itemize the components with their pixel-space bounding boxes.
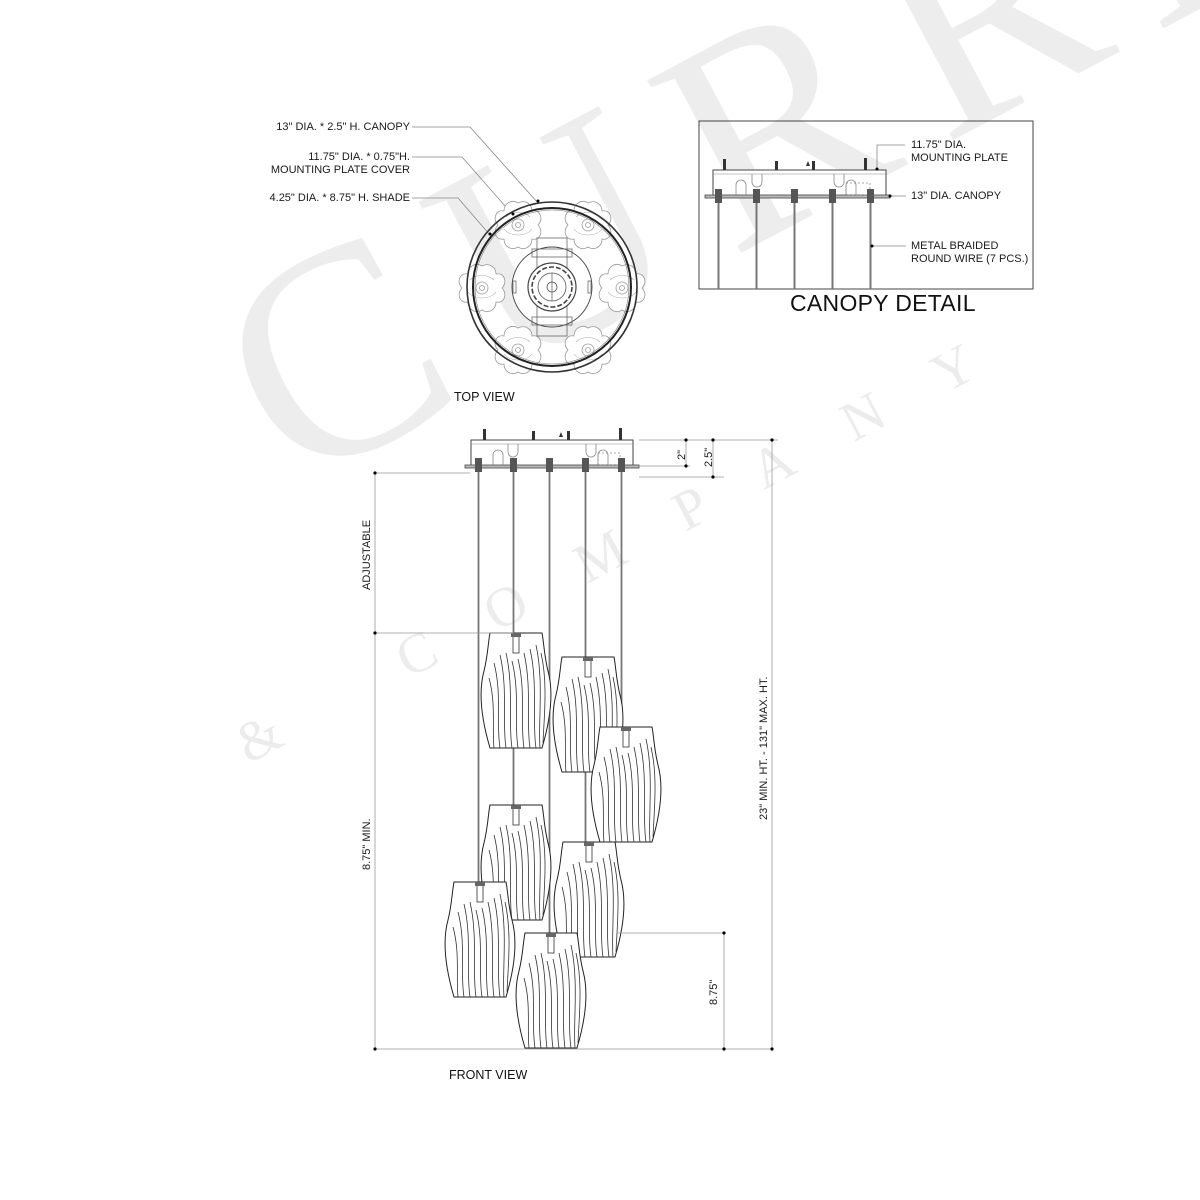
callout-mounting-plate-line2: MOUNTING PLATE xyxy=(911,152,1008,164)
callout-braided-wire-line2: ROUND WIRE (7 PCS.) xyxy=(911,253,1029,265)
canopy-detail-drawing xyxy=(698,120,1034,290)
canopy-detail-title: CANOPY DETAIL xyxy=(790,290,976,316)
callout-braided-wire: METAL BRAIDED ROUND WIRE (7 PCS.) xyxy=(911,240,1028,266)
top-view-drawing xyxy=(412,126,646,374)
callout-mounting-plate-line1: 11.75" DIA. xyxy=(911,139,967,151)
callout-shade-size: 4.25" DIA. * 8.75" H. SHADE xyxy=(269,192,410,204)
front-view-drawing xyxy=(373,428,778,1051)
callout-mounting-plate-cover-line2: MOUNTING PLATE COVER xyxy=(270,164,410,176)
top-view-title: TOP VIEW xyxy=(454,390,515,404)
callout-mounting-plate-cover: 11.75" DIA. * 0.75"H. MOUNTING PLATE COV… xyxy=(271,151,410,177)
callout-mounting-plate: 11.75" DIA. MOUNTING PLATE xyxy=(911,139,1008,165)
dim-canopy-total: 2.5" xyxy=(703,447,715,467)
callout-canopy-dia: 13" DIA. CANOPY xyxy=(911,190,1002,202)
dim-overall-height: 23" MIN. HT. - 131" MAX. HT. xyxy=(758,676,770,820)
front-view-title: FRONT VIEW xyxy=(449,1068,528,1082)
callout-canopy-size: 13" DIA. * 2.5" H. CANOPY xyxy=(276,121,410,133)
dim-adjustable: ADJUSTABLE xyxy=(361,519,373,590)
dim-shade-height: 8.75" xyxy=(708,979,720,1005)
callout-mounting-plate-cover-line1: 11.75" DIA. * 0.75"H. xyxy=(308,151,410,163)
callout-braided-wire-line1: METAL BRAIDED xyxy=(911,240,999,252)
dim-canopy-inner: 2" xyxy=(676,449,688,460)
dim-min-drop: 8.75" MIN. xyxy=(361,818,373,870)
